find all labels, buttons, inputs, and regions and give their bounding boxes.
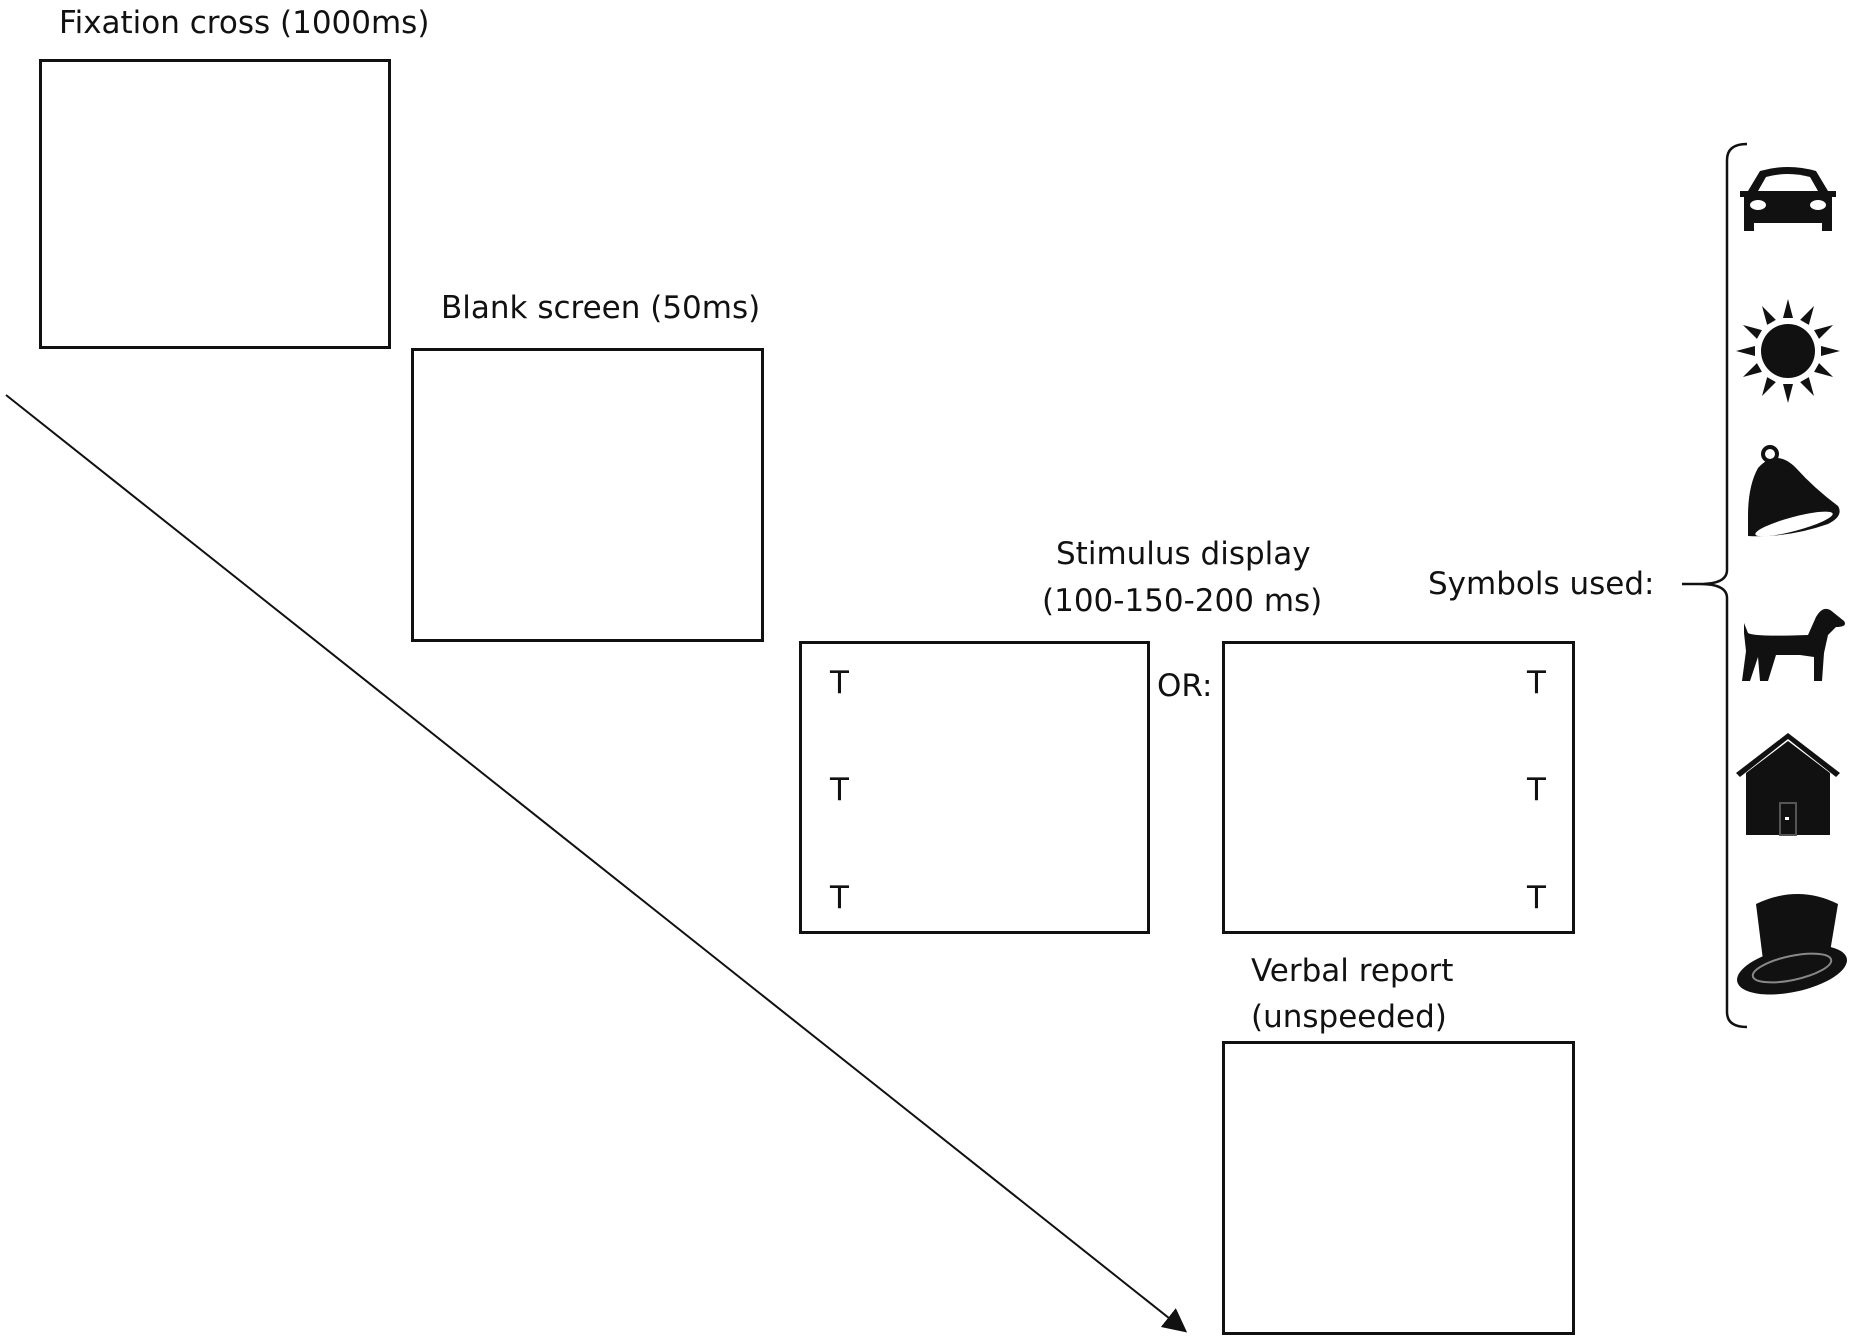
blank-screen: [411, 348, 764, 642]
stimulus-letter: T: [1527, 880, 1546, 916]
bell-icon: [1748, 445, 1840, 537]
fixation-label: Fixation cross (1000ms): [59, 5, 430, 41]
fixation-screen: [39, 59, 391, 349]
car-icon: [1740, 167, 1836, 231]
verbal-label-line2: (unspeeded): [1251, 999, 1447, 1035]
stimulus-label-line1: Stimulus display: [1056, 536, 1311, 572]
stimulus-screen-right: T T T: [1222, 641, 1575, 934]
stimulus-screen-left: T T T: [799, 641, 1150, 934]
symbols-label: Symbols used:: [1428, 566, 1655, 602]
stimulus-letter: T: [1527, 772, 1546, 808]
stimulus-letter: T: [830, 772, 849, 808]
symbols-bracket: [1682, 142, 1748, 1029]
blank-label: Blank screen (50ms): [441, 290, 761, 326]
stimulus-letter: T: [830, 665, 849, 701]
house-icon: [1736, 733, 1840, 836]
dog-icon: [1742, 608, 1845, 681]
time-arrow: [5, 394, 1188, 1333]
stimulus-letter: T: [1527, 665, 1546, 701]
verbal-label-line1: Verbal report: [1251, 953, 1454, 989]
or-label: OR:: [1157, 668, 1213, 704]
sun-icon: [1716, 279, 1851, 423]
stimulus-letter: T: [830, 880, 849, 916]
stimulus-label-line2: (100-150-200 ms): [1042, 583, 1323, 619]
verbal-report-screen: [1222, 1041, 1575, 1335]
top-hat-icon: [1737, 894, 1847, 995]
